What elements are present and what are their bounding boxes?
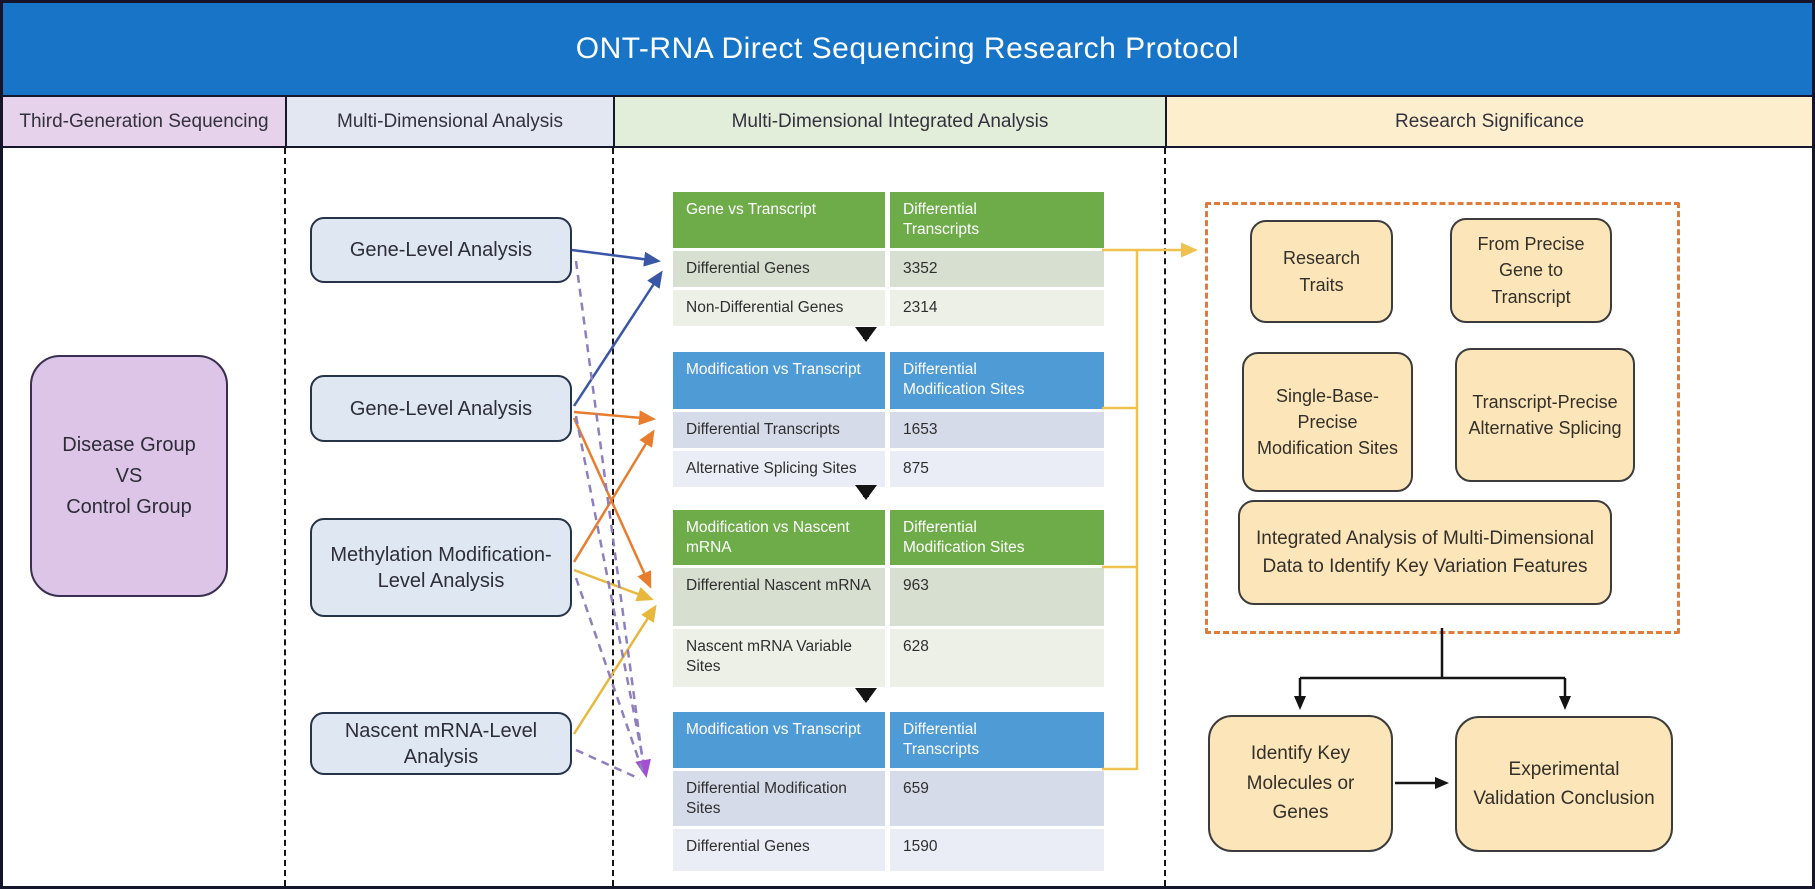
table-row: Alternative Splicing Sites — [673, 451, 885, 487]
table-value: 659 — [890, 771, 1104, 826]
analysis-box-gene-level-2: Gene-Level Analysis — [310, 375, 572, 442]
table-value: 3352 — [890, 251, 1104, 287]
significance-box-research-traits: Research Traits — [1250, 220, 1393, 323]
table3-topic-header: Modification vs Nascent mRNA — [673, 510, 885, 565]
column-divider-1 — [284, 148, 286, 886]
dashed-arrow-gene1-to-table4 — [574, 260, 646, 772]
table4-topic-header: Modification vs Transcript — [673, 712, 885, 768]
column-header-integrated-analysis: Multi-Dimensional Integrated Analysis — [613, 95, 1165, 148]
table2-topic-header: Modification vs Transcript — [673, 352, 885, 409]
title-bar: ONT-RNA Direct Sequencing Research Proto… — [3, 3, 1812, 95]
column-header-third-generation-sequencing: Third-Generation Sequencing — [3, 95, 285, 148]
analysis-box-gene-level-1: Gene-Level Analysis — [310, 217, 572, 283]
column-divider-2 — [612, 148, 614, 886]
significance-box-transcript-precise: Transcript-Precise Alternative Splicing — [1455, 348, 1635, 482]
significance-box-single-base: Single-Base-Precise Modification Sites — [1242, 352, 1413, 492]
table-value: 628 — [890, 629, 1104, 687]
dashed-arrow-methylation-to-table4 — [574, 577, 646, 776]
outcome-box-identify-key-molecules: Identify Key Molecules or Genes — [1208, 715, 1393, 852]
table1-topic-header: Gene vs Transcript — [673, 192, 885, 248]
disease-vs-control-box: Disease Group VS Control Group — [30, 355, 228, 597]
table-value: 1590 — [890, 829, 1104, 871]
arrow-nascent-to-table3 — [572, 604, 657, 735]
arrow-gene2-to-table1 — [572, 270, 663, 407]
significance-box-integrated-analysis: Integrated Analysis of Multi-Dimensional… — [1238, 500, 1612, 605]
analysis-box-nascent-mrna-level: Nascent mRNA-Level Analysis — [310, 712, 572, 775]
table-modification-vs-nascent-mrna: Modification vs Nascent mRNA Differentia… — [673, 510, 1104, 687]
column-divider-3 — [1164, 148, 1166, 886]
table1-metric-header: Differential Transcripts — [890, 192, 1104, 248]
table-value: 2314 — [890, 290, 1104, 326]
arrow-gene1-to-table1 — [571, 248, 661, 267]
column-header-multi-dimensional-analysis: Multi-Dimensional Analysis — [285, 95, 613, 148]
table-value: 1653 — [890, 412, 1104, 448]
table-value: 875 — [890, 451, 1104, 487]
table3-metric-header: Differential Modification Sites — [890, 510, 1104, 565]
table4-metric-header: Differential Transcripts — [890, 712, 1104, 768]
significance-box-precise-gene: From Precise Gene to Transcript — [1450, 218, 1612, 323]
table-row: Differential Transcripts — [673, 412, 885, 448]
table-row: Differential Modification Sites — [673, 771, 885, 826]
table-row: Non-Differential Genes — [673, 290, 885, 326]
outcome-box-experimental-validation: Experimental Validation Conclusion — [1455, 716, 1673, 852]
dashed-arrow-nascent-to-table4 — [575, 748, 641, 781]
table-gene-vs-transcript: Gene vs Transcript Differential Transcri… — [673, 192, 1104, 326]
page-title: ONT-RNA Direct Sequencing Research Proto… — [575, 32, 1240, 65]
table2-metric-header: Differential Modification Sites — [890, 352, 1104, 409]
dashed-arrow-gene2-to-table4 — [574, 415, 651, 778]
table-row: Differential Nascent mRNA — [673, 568, 885, 626]
table-modification-vs-transcript-1: Modification vs Transcript Differential … — [673, 352, 1104, 487]
table-row: Differential Genes — [673, 251, 885, 287]
analysis-box-methylation-level: Methylation Modification-Level Analysis — [310, 518, 572, 617]
table-row: Nascent mRNA Variable Sites — [673, 629, 885, 687]
table-row: Differential Genes — [673, 829, 885, 871]
table-modification-vs-transcript-2: Modification vs Transcript Differential … — [673, 712, 1104, 871]
table-value: 963 — [890, 568, 1104, 626]
disease-vs-control-label: Disease Group VS Control Group — [62, 433, 196, 518]
column-header-research-significance: Research Significance — [1165, 95, 1812, 148]
